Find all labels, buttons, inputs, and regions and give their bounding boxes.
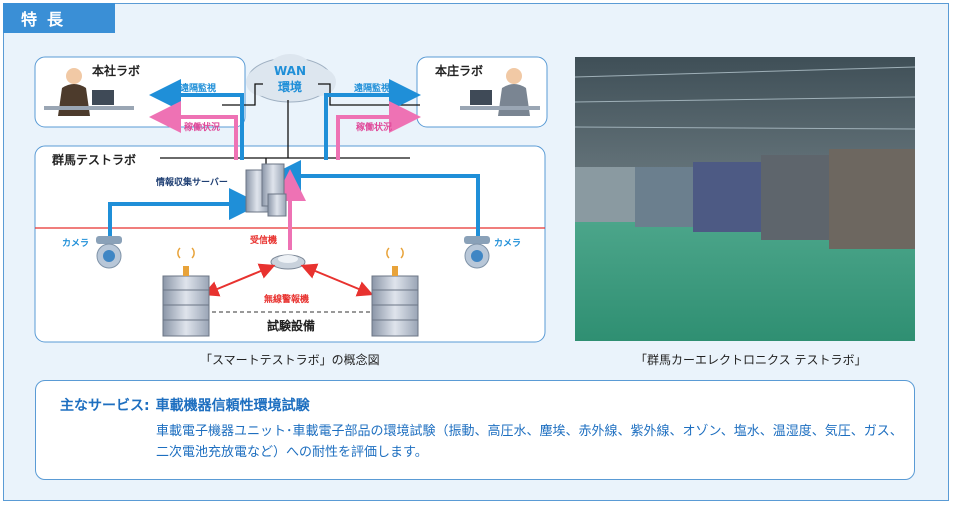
photo-caption: 「群馬カーエレクトロニクス テストラボ」: [635, 353, 867, 367]
person-at-desk-icon: [460, 68, 540, 116]
camera-label-right: カメラ: [494, 238, 521, 249]
gunma-lab-label: 群馬テストラボ: [51, 152, 136, 167]
remote-monitoring-arrow-left: [149, 79, 244, 160]
remote-monitoring-arrow-right: [324, 79, 421, 160]
operation-status-label-left: 稼働状況: [184, 121, 220, 133]
operation-status-arrow-right: [336, 101, 421, 160]
wan-env-label: 環境: [278, 79, 302, 94]
remote-monitoring-label-right: 遠隔監視: [354, 82, 390, 94]
test-lab-photo: [575, 57, 915, 341]
test-equipment-label: 試験設備: [267, 318, 315, 333]
operation-status-arrow-left: [149, 101, 238, 160]
person-at-desk-icon: [44, 68, 134, 116]
service-heading: 主なサービス: 車載機器信頼性環境試験: [54, 395, 310, 415]
receiver-icon: [270, 254, 306, 270]
camera-icon: [464, 236, 490, 269]
service-panel: 主なサービス: 車載機器信頼性環境試験 車載電子機器ユニット･車載電子部品の環境試…: [35, 380, 915, 480]
wireless-signal-icon: [177, 247, 404, 259]
hq-lab-label: 本社ラボ: [92, 63, 140, 78]
wan-label: WAN: [274, 64, 306, 78]
wireless-link-right: [300, 263, 374, 297]
service-title: 車載機器信頼性環境試験: [155, 398, 310, 414]
section-title: 特長: [3, 3, 115, 33]
server-label: 情報収集サーバー: [155, 176, 228, 188]
camera-left-arrow: [108, 188, 261, 236]
camera-label-left: カメラ: [62, 238, 89, 249]
service-description: 車載電子機器ユニット･車載電子部品の環境試験（振動、高圧水、塵埃、赤外線、紫外線…: [156, 424, 903, 460]
camera-right-arrow: [269, 160, 480, 236]
server-icon: [245, 163, 287, 217]
test-equipment-icon: [371, 266, 419, 337]
wireless-link-left: [202, 263, 276, 297]
honjo-lab-label: 本庄ラボ: [435, 63, 483, 78]
remote-monitoring-label-left: 遠隔監視: [180, 82, 216, 94]
diagram-caption: 「スマートテストラボ」の概念図: [200, 353, 380, 367]
receiver-label: 受信機: [250, 234, 277, 246]
operation-status-label-right: 稼働状況: [356, 121, 392, 133]
test-equipment-icon: [162, 266, 210, 337]
wan-cloud-icon: [246, 54, 336, 103]
wireless-alarm-label: 無線警報機: [264, 293, 309, 305]
camera-icon: [96, 236, 122, 269]
service-label: 主なサービス:: [60, 398, 150, 414]
